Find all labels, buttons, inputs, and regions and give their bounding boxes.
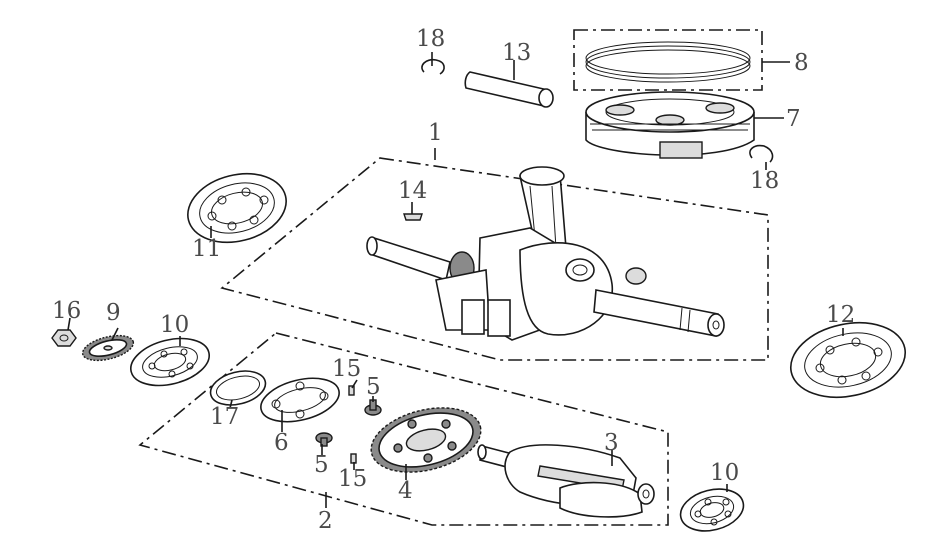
piston-pin-part[interactable] <box>464 71 554 108</box>
callout-5-lower: 5 <box>314 452 329 478</box>
crankshaft-assembly-outline <box>220 157 769 361</box>
woodruff-key-part[interactable] <box>403 213 423 221</box>
bearing-left-part[interactable] <box>181 164 294 252</box>
piston-part[interactable] <box>585 91 755 159</box>
callout-18-right: 18 <box>750 168 779 194</box>
callout-12: 12 <box>826 302 855 328</box>
callout-2: 2 <box>318 508 333 534</box>
dowel-pin-lower-part[interactable] <box>350 453 357 464</box>
callout-17: 17 <box>210 404 239 430</box>
circlip-top-part[interactable] <box>421 58 445 75</box>
bearing-small-lower-part[interactable] <box>676 483 748 537</box>
circlip-right-part[interactable] <box>749 144 774 163</box>
callout-14: 14 <box>398 178 427 204</box>
callout-8: 8 <box>794 50 809 76</box>
callout-11: 11 <box>192 236 221 262</box>
bearing-small-upper-part[interactable] <box>126 331 214 393</box>
callout-18-top: 18 <box>416 26 445 52</box>
callout-1: 1 <box>428 120 443 146</box>
callout-3: 3 <box>604 430 619 456</box>
bolt-lower-part[interactable] <box>315 432 333 447</box>
piston-ring-box <box>573 29 763 91</box>
callout-7: 7 <box>786 106 801 132</box>
callout-4: 4 <box>398 478 413 504</box>
callout-16: 16 <box>52 298 81 324</box>
drive-gear-part[interactable] <box>80 331 136 365</box>
callout-15-lower: 15 <box>338 466 367 492</box>
snap-ring-part[interactable] <box>207 366 269 411</box>
balancer-shaft-part[interactable] <box>477 444 655 518</box>
crankshaft-part[interactable] <box>366 166 725 341</box>
bolt-upper-part[interactable] <box>364 399 382 416</box>
leader-lines <box>67 52 844 508</box>
callout-13: 13 <box>502 40 531 66</box>
callout-5-upper: 5 <box>366 374 381 400</box>
bearing-right-part[interactable] <box>784 313 912 408</box>
callout-9: 9 <box>106 300 121 326</box>
callout-10-upper: 10 <box>160 312 189 338</box>
nut-part[interactable] <box>51 329 77 347</box>
balancer-gear-part[interactable] <box>364 397 487 482</box>
piston-rings-part[interactable] <box>585 41 751 83</box>
balancer-assembly-outline <box>138 332 669 526</box>
callout-6: 6 <box>274 430 289 456</box>
dowel-pin-upper-part[interactable] <box>348 385 355 396</box>
thrust-washer-part[interactable] <box>256 371 343 429</box>
callout-15-upper: 15 <box>332 356 361 382</box>
callout-10-lower: 10 <box>710 460 739 486</box>
